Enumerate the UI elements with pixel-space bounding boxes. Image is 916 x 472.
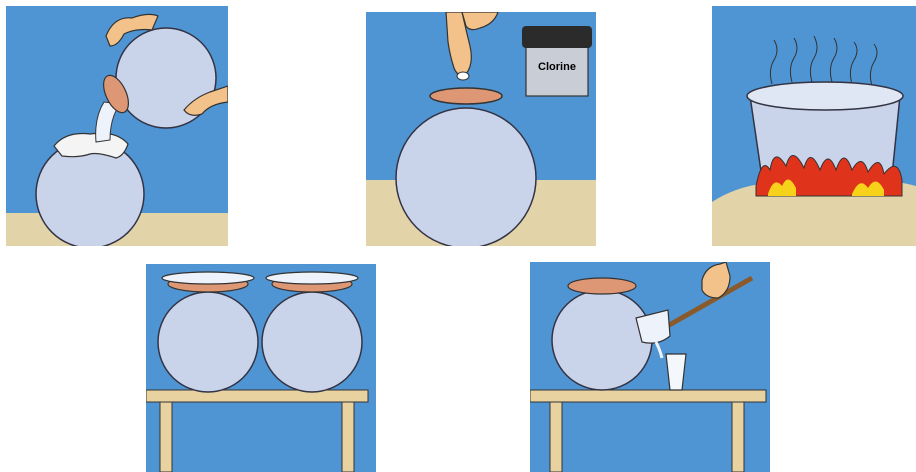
boiling-water-over-fire-illustration (712, 6, 916, 246)
panel-add-chlorine: Clorine (366, 12, 596, 246)
ladle-pouring-into-glass-illustration (530, 262, 770, 472)
panel-store-covered (146, 264, 376, 472)
adding-chlorine-tablet-illustration: Clorine (366, 12, 596, 246)
chlorine-jar: Clorine (522, 26, 592, 96)
panel-boil-water (712, 6, 916, 246)
panel-filter-water (6, 6, 228, 246)
covered-pots-on-table-illustration (146, 264, 376, 472)
panel-serve-water (530, 262, 770, 472)
chlorine-jar-label: Clorine (538, 61, 576, 73)
filtering-water-into-pot-illustration (6, 6, 228, 246)
